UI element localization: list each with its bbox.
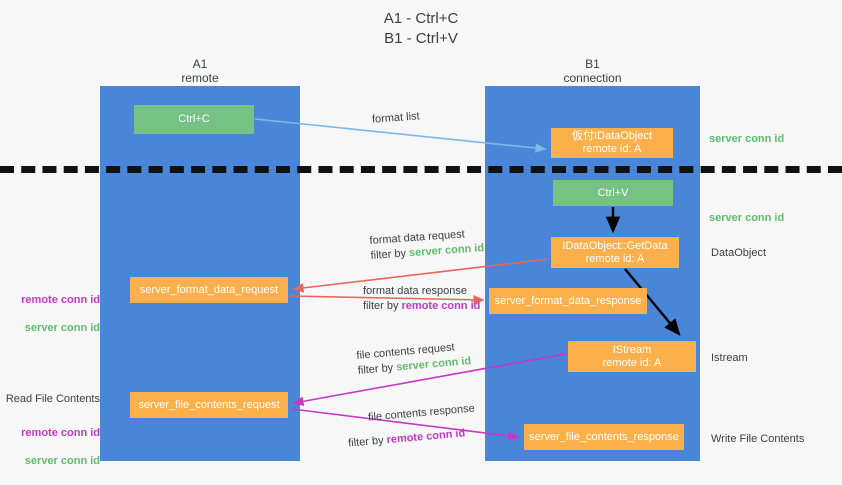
filter-value-server-conn-id: server conn id bbox=[408, 242, 485, 260]
label-file-contents-response: file contents response filter by remote … bbox=[346, 401, 478, 451]
box-idataobject-getdata[interactable]: IDataObject::GetData remote id: A bbox=[551, 237, 679, 268]
filter-prefix: filter by bbox=[347, 434, 388, 450]
label-file-contents-response-title: file contents response bbox=[367, 402, 476, 424]
note-istream: Istream bbox=[711, 352, 748, 364]
box-ctrl-v[interactable]: Ctrl+V bbox=[553, 180, 673, 206]
box-istream[interactable]: IStream remote id: A bbox=[568, 341, 696, 372]
filter-value-remote-conn-id: remote conn id bbox=[401, 300, 481, 312]
label-format-data-response: format data response filter by remote co… bbox=[363, 284, 480, 314]
label-format-list: format list bbox=[372, 109, 421, 127]
box-idataobject[interactable]: 仮付IDataObject remote id: A bbox=[551, 128, 673, 158]
phase-divider bbox=[0, 166, 842, 173]
filter-prefix: filter by bbox=[370, 247, 410, 262]
box-server-format-data-response[interactable]: server_format_data_response bbox=[489, 288, 647, 314]
filter-value-remote-conn-id: remote conn id bbox=[386, 427, 466, 447]
note-dataobject: DataObject bbox=[711, 247, 767, 259]
page-title: A1 - Ctrl+C B1 - Ctrl+V bbox=[383, 10, 459, 47]
note-server-conn-id-top: server conn id bbox=[709, 133, 785, 145]
note-write-file-contents: Write File Contents bbox=[711, 433, 805, 445]
note-server-conn-id: server conn id bbox=[24, 455, 100, 467]
label-format-data-response-title: format data response bbox=[363, 285, 467, 297]
filter-prefix: filter by bbox=[357, 361, 397, 377]
label-file-contents-request: file contents request filter by server c… bbox=[356, 339, 472, 379]
label-format-data-response-filter: filter by remote conn id bbox=[363, 299, 480, 314]
note-conn-ids-bottom: remote conn id server conn id bbox=[0, 412, 100, 482]
box-server-file-contents-response[interactable]: server_file_contents_response bbox=[524, 424, 684, 450]
box-server-file-contents-request[interactable]: server_file_contents_request bbox=[130, 392, 288, 418]
label-file-contents-response-filter: filter by remote conn id bbox=[348, 425, 478, 451]
label-format-data-request: format data request filter by server con… bbox=[369, 226, 485, 264]
box-ctrl-c[interactable]: Ctrl+C bbox=[134, 105, 254, 134]
box-server-format-data-request[interactable]: server_format_data_request bbox=[130, 277, 288, 303]
note-server-conn-id: server conn id bbox=[24, 322, 100, 334]
lane-header-a1: A1 remote bbox=[181, 57, 219, 85]
note-remote-conn-id: remote conn id bbox=[21, 294, 100, 306]
note-read-file-contents: Read File Contents bbox=[5, 393, 100, 405]
label-format-list-text: format list bbox=[371, 110, 421, 126]
note-remote-conn-id: remote conn id bbox=[21, 427, 100, 439]
lane-header-b1: B1 connection bbox=[563, 57, 622, 85]
note-server-conn-id-mid: server conn id bbox=[709, 212, 785, 224]
note-conn-ids-top: remote conn id server conn id bbox=[0, 279, 100, 349]
filter-prefix: filter by bbox=[363, 300, 402, 312]
